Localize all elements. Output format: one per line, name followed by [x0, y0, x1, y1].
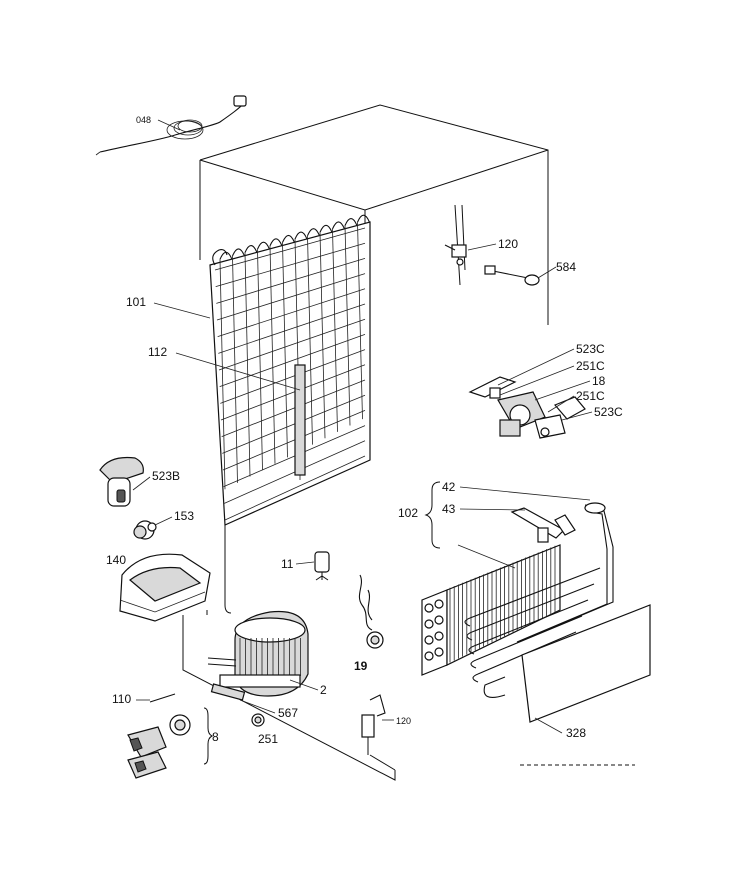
label-523c-lower: 523C: [594, 405, 623, 419]
leader-lines: [132, 119, 593, 734]
evaporator: [421, 502, 614, 698]
label-523c-upper: 523C: [576, 342, 605, 356]
part-584-sensor: [484, 265, 540, 286]
label-120-bottom: 120: [396, 716, 411, 726]
part-140-tray: [119, 553, 211, 622]
label-8: 8: [212, 730, 219, 744]
label-102: 102: [398, 506, 418, 520]
part-11-relay: [314, 551, 330, 581]
label-42: 42: [442, 480, 456, 494]
label-567: 567: [278, 706, 298, 720]
label-112: 112: [148, 345, 167, 359]
label-18: 18: [592, 374, 606, 388]
part-328-cover: [521, 604, 651, 723]
part-110-pin: [149, 693, 176, 703]
power-cord: [95, 95, 247, 156]
label-153: 153: [174, 509, 194, 523]
compressor: [207, 610, 309, 697]
label-048: 048: [136, 115, 151, 125]
part-153-grommet: [133, 520, 157, 540]
part-19-cable: [358, 574, 384, 649]
label-584: 584: [556, 260, 576, 274]
label-251c-lower: 251C: [576, 389, 605, 403]
part-523b-bracket: [99, 456, 144, 507]
label-11: 11: [281, 557, 294, 571]
label-2: 2: [320, 683, 327, 697]
part-251-grommet: [251, 713, 265, 727]
fan-assembly: [468, 376, 586, 439]
cabinet-outline: [182, 104, 635, 781]
part-8-starter-kit: [127, 714, 191, 779]
label-140: 140: [106, 553, 126, 567]
brace-8: [203, 707, 214, 765]
label-101: 101: [126, 295, 146, 309]
label-120-top: 120: [498, 237, 518, 251]
thermostat-top: [444, 204, 467, 286]
part-567-plate: [210, 683, 246, 701]
label-523b: 523B: [152, 469, 180, 483]
thermostat-bottom: [361, 694, 386, 755]
label-110: 110: [112, 692, 131, 706]
label-251: 251: [258, 732, 278, 746]
label-251c-upper: 251C: [576, 359, 605, 373]
label-43: 43: [442, 502, 456, 516]
condenser-coil: [209, 214, 371, 614]
label-328: 328: [566, 726, 586, 740]
brace-102: [424, 481, 441, 549]
part-43-bracket: [510, 507, 576, 543]
label-19: 19: [354, 659, 368, 673]
part-labels: 048 120 584 101 112 523C 251C 18 251C 52…: [106, 115, 623, 746]
